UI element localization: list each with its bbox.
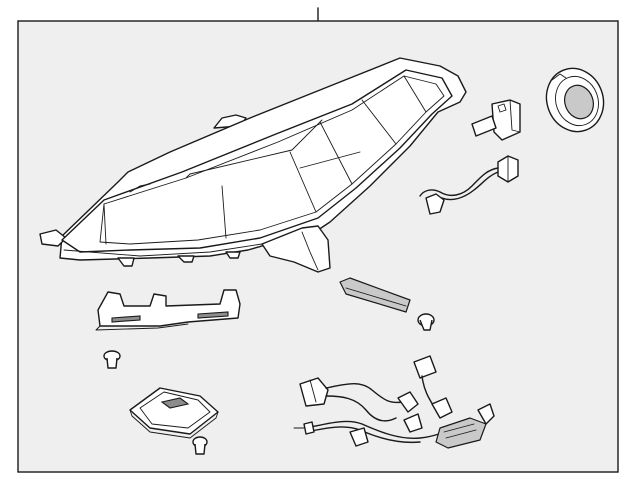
bracket-screw[interactable] [103, 350, 121, 369]
wiring-harness[interactable] [293, 355, 495, 449]
trim-strip[interactable] [339, 277, 411, 313]
ballast-control-module[interactable] [129, 387, 219, 439]
push-clip[interactable] [417, 313, 435, 331]
mounting-bracket[interactable] [95, 289, 241, 331]
dust-cover[interactable] [538, 60, 613, 139]
pigtail-connector[interactable] [419, 155, 519, 215]
module-screw[interactable] [192, 436, 208, 455]
headlamp-assembly[interactable] [39, 57, 467, 273]
bulb-socket[interactable] [471, 99, 521, 141]
